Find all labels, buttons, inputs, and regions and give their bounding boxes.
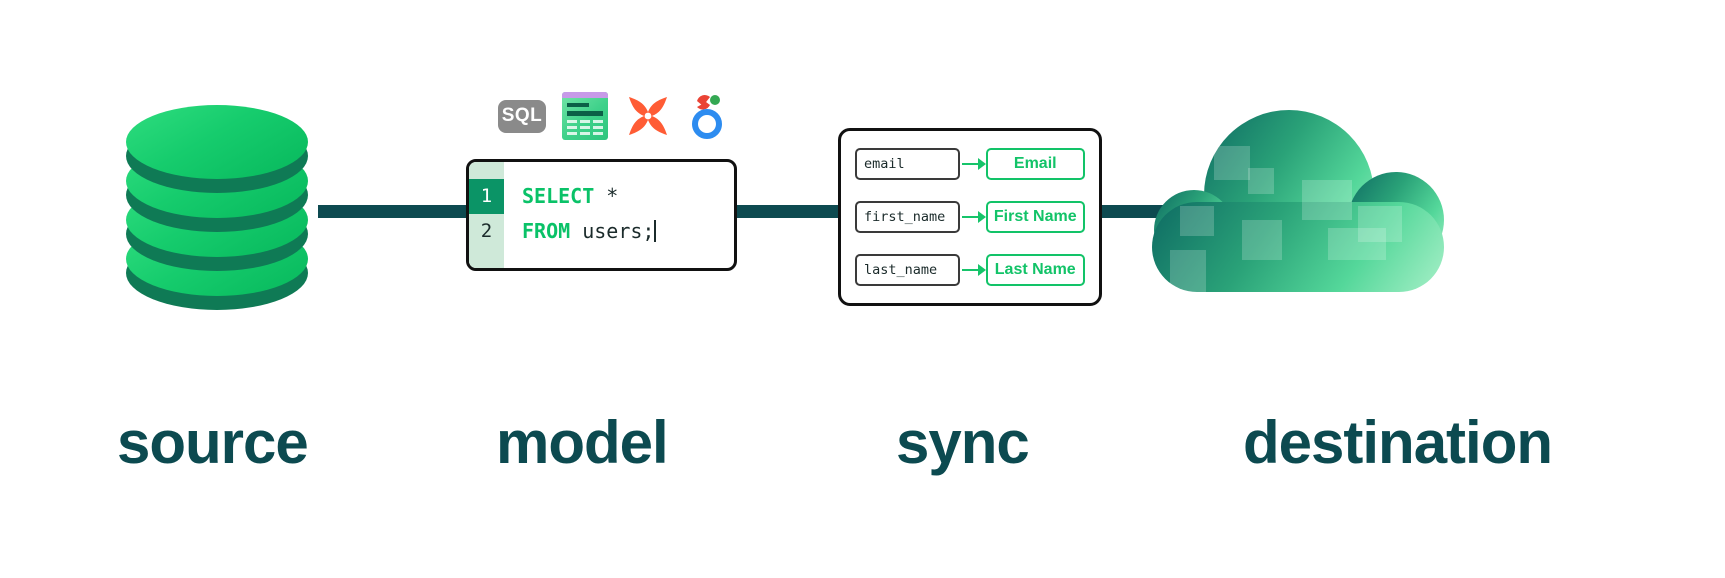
caption-source: source (117, 409, 309, 476)
mapping-arrow-line (961, 216, 980, 218)
cloud-tile (1328, 228, 1386, 260)
cloud-tile (1180, 206, 1214, 236)
mapping-arrow-line (961, 163, 980, 165)
db-disc-top (126, 105, 308, 179)
editor-gutter: 1 2 (469, 162, 504, 268)
destination-field-email[interactable]: Email (985, 148, 1085, 180)
text-caret (654, 220, 657, 242)
sql-text: users; (570, 219, 655, 243)
destination-field-first-name[interactable]: First Name (985, 201, 1085, 233)
mapping-arrow-icon (960, 157, 986, 171)
dbt-icon (629, 97, 667, 135)
mapping-arrow-icon (960, 210, 986, 224)
sql-keyword: SELECT (522, 184, 595, 208)
spreadsheet-cell (580, 132, 590, 135)
spreadsheet-cell (567, 126, 577, 129)
cloud-tile (1170, 250, 1206, 292)
source-field-last-name[interactable]: last_name (855, 254, 960, 286)
caption-sync: sync (896, 409, 1030, 476)
code-line: SELECT * (522, 179, 734, 214)
field-mapping-row: email Email (855, 147, 1085, 181)
spreadsheet-cell (593, 120, 603, 123)
connector-source-to-model (318, 205, 466, 218)
spreadsheet-cell (567, 120, 577, 123)
cloud-base (1152, 202, 1444, 292)
spreadsheet-cell (567, 132, 577, 135)
spreadsheet-icon (562, 92, 608, 140)
spreadsheet-cell (580, 120, 590, 123)
editor-code-area[interactable]: SELECT * FROM users; (504, 162, 734, 268)
spreadsheet-titlebar (562, 92, 608, 98)
connector-model-to-sync (718, 205, 844, 218)
gutter-line-number: 2 (480, 220, 493, 242)
spreadsheet-header-line (567, 103, 589, 107)
mapping-arrow-icon (960, 263, 986, 277)
cloud-icon (1152, 110, 1444, 292)
sql-badge-label: SQL (501, 105, 543, 126)
caption-destination: destination (1243, 409, 1553, 476)
looker-icon (692, 95, 722, 139)
source-field-email[interactable]: email (855, 148, 960, 180)
destination-field-last-name[interactable]: Last Name (985, 254, 1085, 286)
source-field-first-name[interactable]: first_name (855, 201, 960, 233)
cloud-mask (1152, 110, 1444, 292)
sql-text: * (594, 184, 619, 208)
spreadsheet-cell (580, 126, 590, 129)
sql-badge-icon: SQL (498, 99, 546, 133)
cloud-tile (1248, 168, 1274, 194)
caption-model: model (496, 409, 669, 476)
cloud-tile (1358, 206, 1402, 242)
cloud-tile (1302, 180, 1352, 220)
mapping-arrow-line (961, 269, 980, 271)
model-tool-icons: SQL (498, 92, 728, 140)
spreadsheet-header-line (567, 111, 603, 116)
mapping-arrow-head (977, 264, 986, 276)
spreadsheet-cell (593, 132, 603, 135)
field-mapping-row: last_name Last Name (855, 253, 1085, 287)
sql-keyword: FROM (522, 219, 571, 243)
mapping-arrow-head (977, 211, 986, 223)
cloud-tile (1214, 146, 1250, 180)
code-line: FROM users; (522, 214, 734, 249)
sql-code-editor[interactable]: 1 2 SELECT * FROM users; (466, 159, 737, 271)
db-disc (126, 105, 308, 193)
spreadsheet-cell (593, 126, 603, 129)
field-mapping-row: first_name First Name (855, 200, 1085, 234)
sync-field-mapping-panel: email Email first_name First Name last_n… (838, 128, 1102, 306)
database-cylinder-icon (126, 104, 308, 310)
cloud-tile (1242, 220, 1282, 260)
gutter-line-number: 1 (469, 179, 504, 214)
mapping-arrow-head (977, 158, 986, 170)
